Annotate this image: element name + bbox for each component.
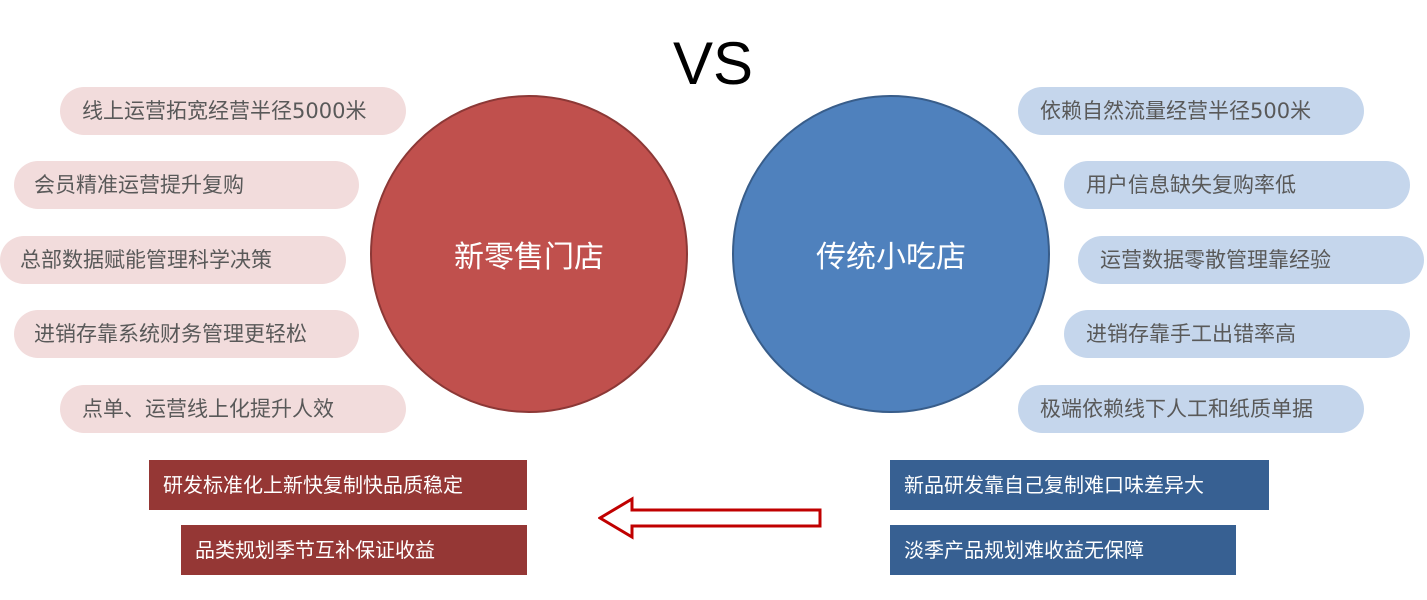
left-item-5: 点单、运营线上化提升人效 [60, 385, 406, 433]
right-item-3: 运营数据零散管理靠经验 [1078, 236, 1424, 284]
traditional-snack-shop-label: 传统小吃店 [816, 240, 966, 275]
new-retail-store-label: 新零售门店 [454, 240, 604, 275]
right-item-5: 极端依赖线下人工和纸质单据 [1018, 385, 1364, 433]
right-box-2: 淡季产品规划难收益无保障 [890, 525, 1236, 575]
left-box-2: 品类规划季节互补保证收益 [181, 525, 527, 575]
left-box-1: 研发标准化上新快复制快品质稳定 [149, 460, 527, 510]
vs-title: VS [672, 30, 754, 97]
left-item-2: 会员精准运营提升复购 [14, 161, 359, 209]
left-item-1: 线上运营拓宽经营半径5000米 [60, 87, 406, 135]
right-box-1: 新品研发靠自己复制难口味差异大 [890, 460, 1269, 510]
left-arrow-outline-icon [598, 496, 822, 540]
right-item-4: 进销存靠手工出错率高 [1064, 310, 1410, 358]
traditional-snack-shop-circle: 传统小吃店 [732, 95, 1050, 413]
left-item-3: 总部数据赋能管理科学决策 [0, 236, 346, 284]
right-item-1: 依赖自然流量经营半径500米 [1018, 87, 1364, 135]
right-item-2: 用户信息缺失复购率低 [1064, 161, 1410, 209]
new-retail-store-circle: 新零售门店 [370, 95, 688, 413]
left-item-4: 进销存靠系统财务管理更轻松 [14, 310, 359, 358]
